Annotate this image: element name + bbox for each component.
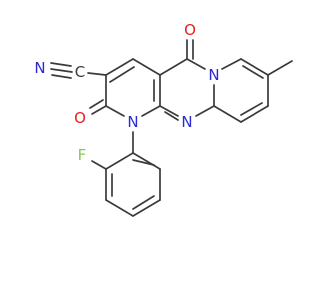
bond-c10a-n11 — [159, 105, 179, 117]
bond-ar-c1-c2 — [105, 152, 134, 170]
bond-c10-c11a — [213, 105, 242, 123]
atom-label-ring-n-bridge: N — [208, 66, 219, 84]
bond-c7-c8 — [240, 58, 269, 76]
bond-c11a-n11 — [195, 105, 215, 117]
molecule-structure-drawing: N C O O N N N F — [34, 21, 293, 217]
bond-c5-n6 — [186, 58, 206, 70]
bond-ar-c4-c5-double — [132, 195, 155, 210]
bond-ar-c6-c1 — [132, 152, 161, 170]
bond-c3-c4 — [105, 58, 134, 76]
bond-c4a-c5 — [159, 58, 188, 76]
atom-label-fluorine: F — [78, 146, 87, 164]
bond-ar-c2-f — [91, 160, 107, 170]
atom-label-carbonyl-o-left: O — [74, 109, 86, 127]
bond-nitrile-c-ring — [87, 72, 107, 76]
bond-nitrile-n-c-3 — [50, 62, 72, 67]
bond-c4-c4a — [132, 58, 161, 76]
atom-label-nitrile-n: N — [34, 59, 45, 77]
bond-ar-c3-c4 — [105, 199, 134, 217]
left-pyridinone-ring — [89, 58, 161, 117]
bond-ar-c4-c5 — [132, 199, 161, 217]
bond-ar-c6-c1-double — [132, 159, 155, 166]
bond-n6-c7 — [221, 58, 242, 70]
bond-c8-methyl — [267, 60, 293, 76]
right-pyridine-ring — [213, 58, 293, 123]
molecule-structure-canvas: N C O O N N N F — [34, 21, 293, 217]
bond-c7-c8-double — [242, 65, 264, 79]
bond-c2-o — [91, 105, 107, 115]
bond-c2-o-double — [89, 99, 104, 109]
atom-label-nitrile-c: C — [75, 63, 85, 81]
atom-label-ring-n-lower: N — [181, 113, 192, 131]
atom-label-carbonyl-o-top: O — [184, 21, 196, 39]
bond-c10a-n11-double — [164, 111, 179, 121]
bond-n1-c10a — [141, 105, 161, 117]
bond-nitrile-n-c — [50, 68, 73, 73]
middle-pyrimidinone-ring — [159, 39, 215, 121]
atom-label-ring-n-aryl: N — [127, 113, 138, 131]
fluorophenyl-ring — [91, 152, 161, 217]
bond-c9-c10 — [240, 105, 269, 123]
bond-nitrile-n-c-2 — [51, 74, 72, 79]
bond-c2-n1 — [105, 105, 125, 117]
bond-c9-c10-double — [240, 102, 263, 116]
bond-c3-c4-double — [109, 66, 135, 83]
nitrile-group — [50, 62, 107, 79]
